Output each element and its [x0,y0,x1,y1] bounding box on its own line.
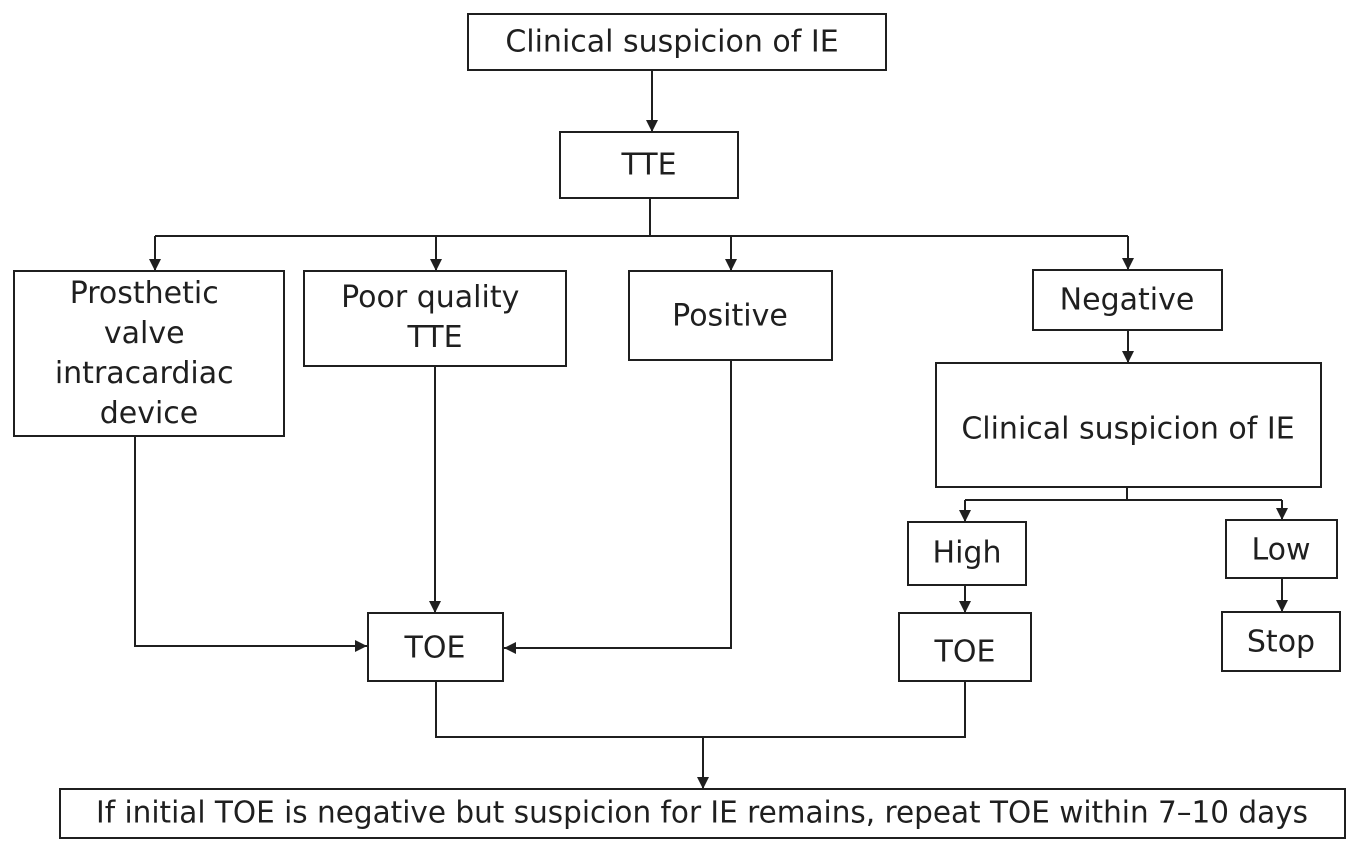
node-clinical-suspicion-2: Clinical suspicion of IE [935,362,1322,488]
node-high-label: High [933,536,1002,571]
node-high: High [907,521,1027,586]
node-prosthetic-valve: Prosthetic valve intracardiac device [13,270,285,437]
node-toe-left-label: TOE [404,631,466,666]
poor-quality-line-1: Poor quality [341,280,519,315]
connectors [134,70,1288,789]
node-stop: Stop [1221,611,1341,672]
node-clinical-suspicion-2-label: Clinical suspicion of IE [961,412,1294,447]
node-low: Low [1225,519,1338,579]
node-toe-left: TOE [367,612,504,682]
node-poor-quality-tte: Poor quality TTE [303,270,567,367]
node-start-label: Clinical suspicion of IE [505,25,838,60]
node-stop-label: Stop [1247,625,1315,660]
arrow-positive-to-toe [504,360,732,654]
node-toe-right-label: TOE [934,635,996,670]
prosthetic-line-3: intracardiac [55,356,234,391]
node-low-label: Low [1251,533,1310,568]
node-poor-quality-label: Poor quality TTE [341,280,529,355]
node-footer-note: If initial TOE is negative but suspicion… [59,788,1346,839]
node-tte-label: TTE [620,148,676,183]
prosthetic-line-2: valve [104,316,185,351]
arrow-prosthetic-to-toe [134,436,367,652]
node-negative-label: Negative [1060,283,1195,318]
node-toe-right: TOE [898,612,1032,682]
node-positive-label: Positive [672,299,788,334]
node-start: Clinical suspicion of IE [467,13,887,71]
poor-quality-line-2: TTE [406,320,462,355]
footer-note-label: If initial TOE is negative but suspicion… [96,796,1308,831]
prosthetic-line-4: device [100,396,199,431]
prosthetic-line-1: Prosthetic [70,276,219,311]
node-prosthetic-label: Prosthetic valve intracardiac device [55,276,243,431]
node-tte: TTE [559,131,739,199]
node-negative: Negative [1032,269,1223,331]
line-toes-merge [435,681,966,738]
node-positive: Positive [628,270,833,361]
